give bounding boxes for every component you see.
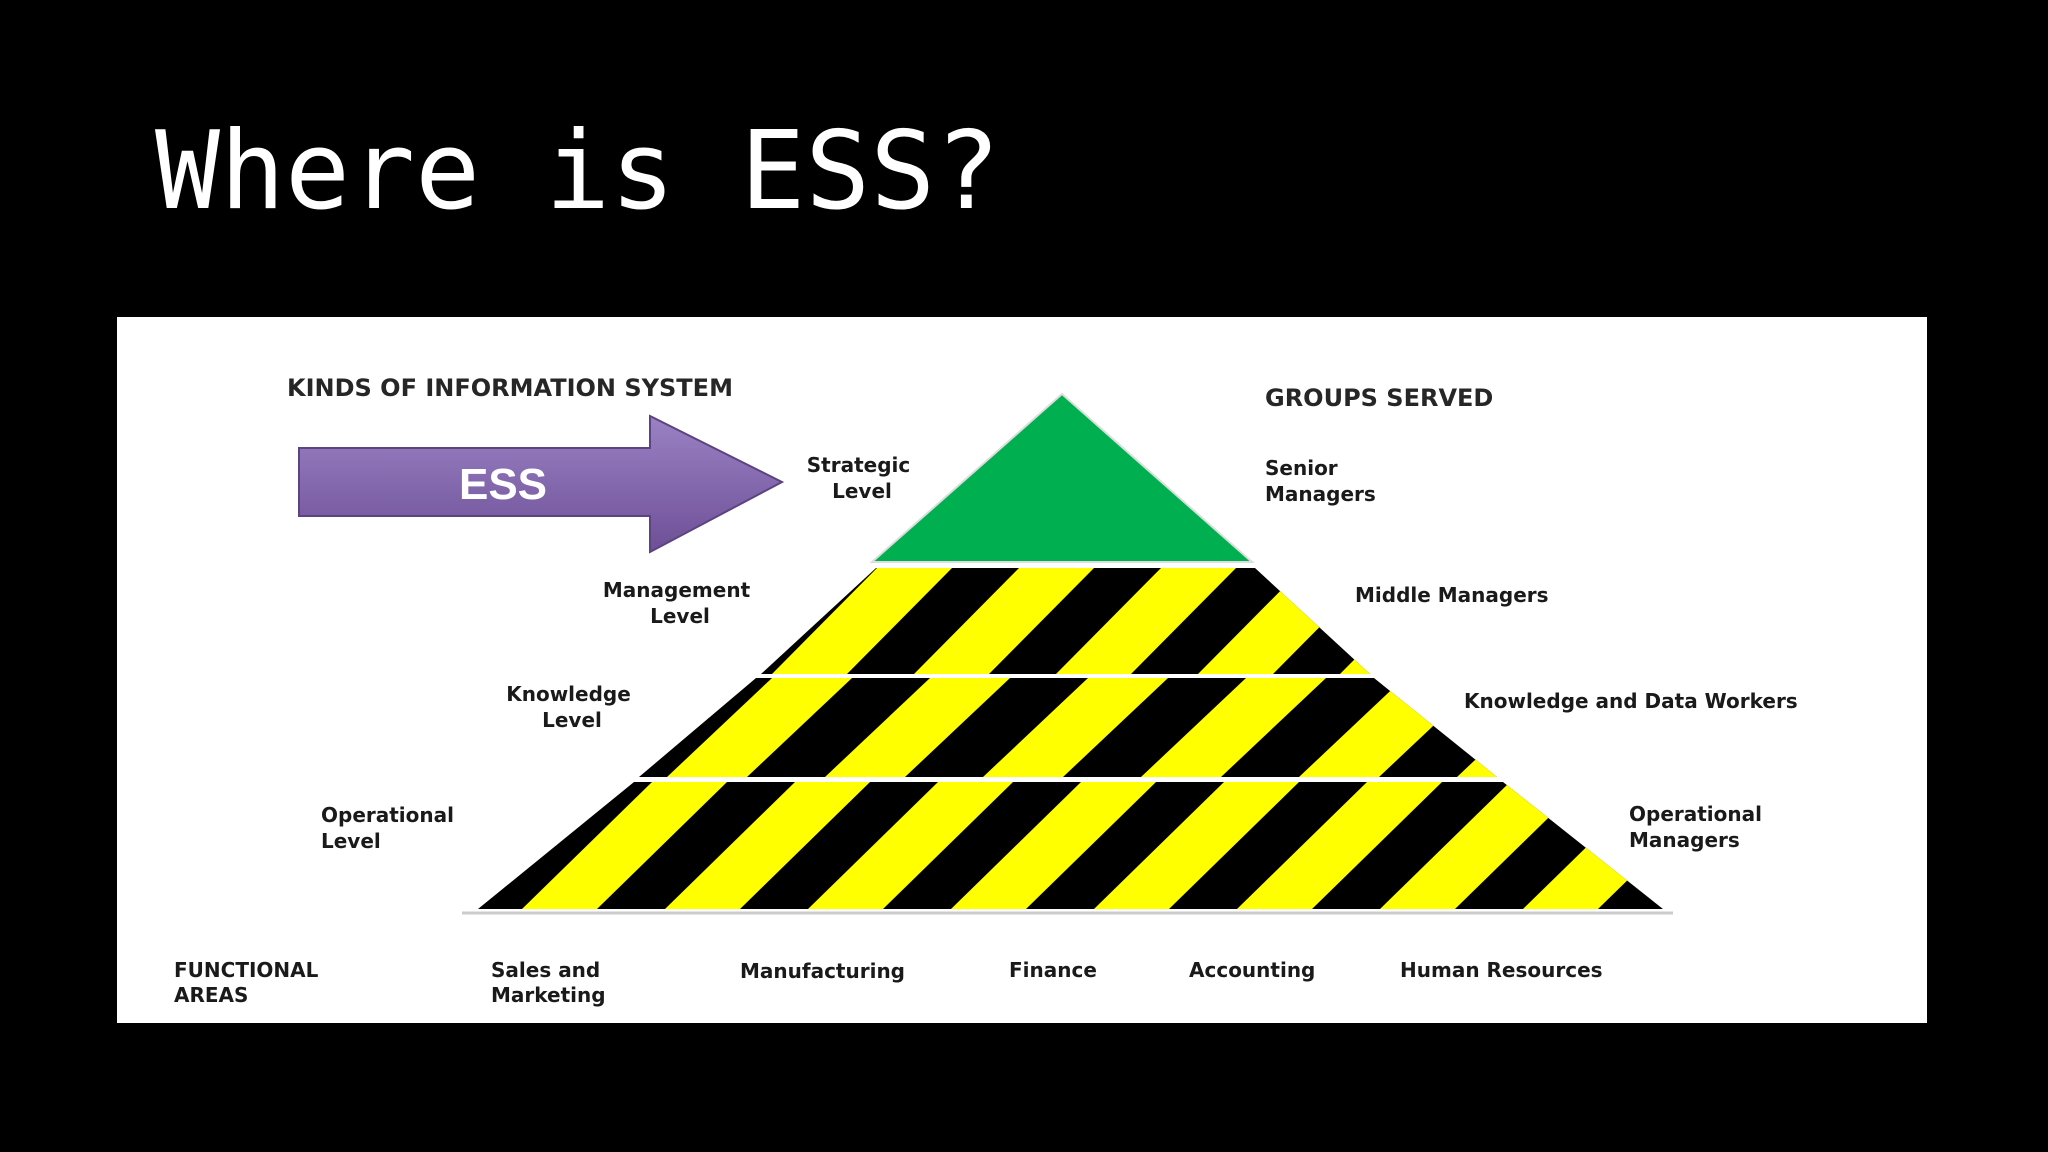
hazard-stripe [772,568,952,674]
pyramid [462,392,1673,915]
kinds-header: KINDS OF INFORMATION SYSTEM [287,374,733,402]
slide-title: Where is ESS? [155,109,1001,234]
pyramid-diagram: KINDS OF INFORMATION SYSTEM GROUPS SERVE… [174,374,1798,1007]
group-label-middle-managers: Middle Managers [1355,583,1549,607]
level-label-operational: Operational Level [321,803,461,853]
ess-arrow-label: ESS [459,460,547,509]
functional-area-human-resources: Human Resources [1400,958,1603,982]
hazard-stripe [522,782,727,909]
hazard-stripe [1056,568,1236,674]
hazard-stripe [1141,678,1326,777]
functional-areas-label: FUNCTIONAL AREAS [174,958,325,1007]
level-label-strategic: Strategic Level [807,453,917,503]
functional-area-manufacturing: Manufacturing [740,959,905,983]
group-label-operational-managers: Operational Managers [1629,802,1769,852]
functional-area-finance: Finance [1009,958,1097,982]
ess-arrow [298,414,785,554]
hazard-stripe [983,678,1168,777]
functional-area-sales-marketing: Sales and Marketing [491,958,607,1007]
pyramid-figure: KINDS OF INFORMATION SYSTEM GROUPS SERVE… [117,317,1927,1023]
groups-header: GROUPS SERVED [1265,384,1493,412]
hazard-stripe [1380,782,1585,909]
hazard-stripe [667,678,852,777]
group-label-knowledge-data-workers: Knowledge and Data Workers [1464,689,1798,713]
group-label-senior-managers: Senior Managers [1265,456,1376,506]
hazard-stripe [1094,782,1299,909]
hazard-stripe [665,782,870,909]
hazard-stripe [951,782,1156,909]
hazard-stripe [825,678,1010,777]
level-label-management: Management Level [603,578,757,628]
functional-area-accounting: Accounting [1189,958,1315,982]
hazard-stripe [1237,782,1442,909]
hazard-stripe [914,568,1094,674]
hazard-stripe [808,782,1013,909]
level-label-knowledge: Knowledge Level [506,682,638,732]
pyramid-tier-strategic [869,392,1255,563]
